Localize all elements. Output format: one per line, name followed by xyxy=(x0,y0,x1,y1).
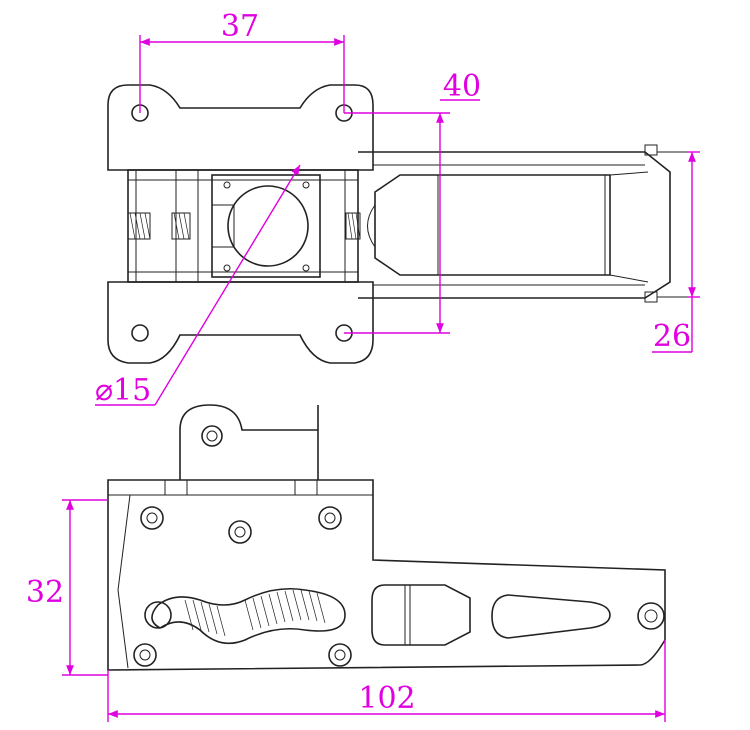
body-hole-2 xyxy=(228,520,252,544)
top-view xyxy=(107,84,688,364)
strut-cylinder xyxy=(374,174,611,276)
dim-inner-width: 40 xyxy=(443,69,481,104)
bore-circle xyxy=(227,185,309,267)
dim-top-hole-spacing: 37 xyxy=(221,9,259,44)
arm-housing xyxy=(358,151,671,299)
pivot-hole-inner xyxy=(644,609,658,623)
dim-body-height: 32 xyxy=(26,575,64,610)
dimensions: 37 40 26 ⌀15 32 102 xyxy=(26,9,700,722)
side-main-body xyxy=(107,479,666,671)
bottom-mount-plate xyxy=(107,281,374,364)
left-set-screw-2 xyxy=(171,212,191,240)
left-set-screw-1 xyxy=(127,212,151,240)
body-hole-3 xyxy=(318,506,342,530)
cam-pin xyxy=(144,601,172,629)
bottom-left-mount-hole xyxy=(131,324,149,342)
arm-slot-1 xyxy=(371,584,471,646)
side-view xyxy=(107,404,666,671)
tab-hole-outer xyxy=(201,425,223,447)
cam-spring xyxy=(184,589,326,637)
dim-overall-length: 102 xyxy=(358,681,415,716)
body-hole-4 xyxy=(133,643,157,667)
top-view-body xyxy=(127,169,359,283)
dim-bore-diameter: ⌀15 xyxy=(95,373,151,408)
top-mount-plate xyxy=(107,84,374,171)
side-top-tab xyxy=(179,404,319,480)
tab-hole-inner xyxy=(206,430,218,442)
dim-side-height: 26 xyxy=(653,319,691,354)
arm-slot-2 xyxy=(491,594,611,639)
pivot-hole-outer xyxy=(637,602,665,630)
cam-slot xyxy=(151,587,346,645)
body-hole-5 xyxy=(328,643,352,667)
body-hole-1 xyxy=(140,506,164,530)
top-pin xyxy=(644,144,658,156)
right-set-screw xyxy=(345,212,361,240)
